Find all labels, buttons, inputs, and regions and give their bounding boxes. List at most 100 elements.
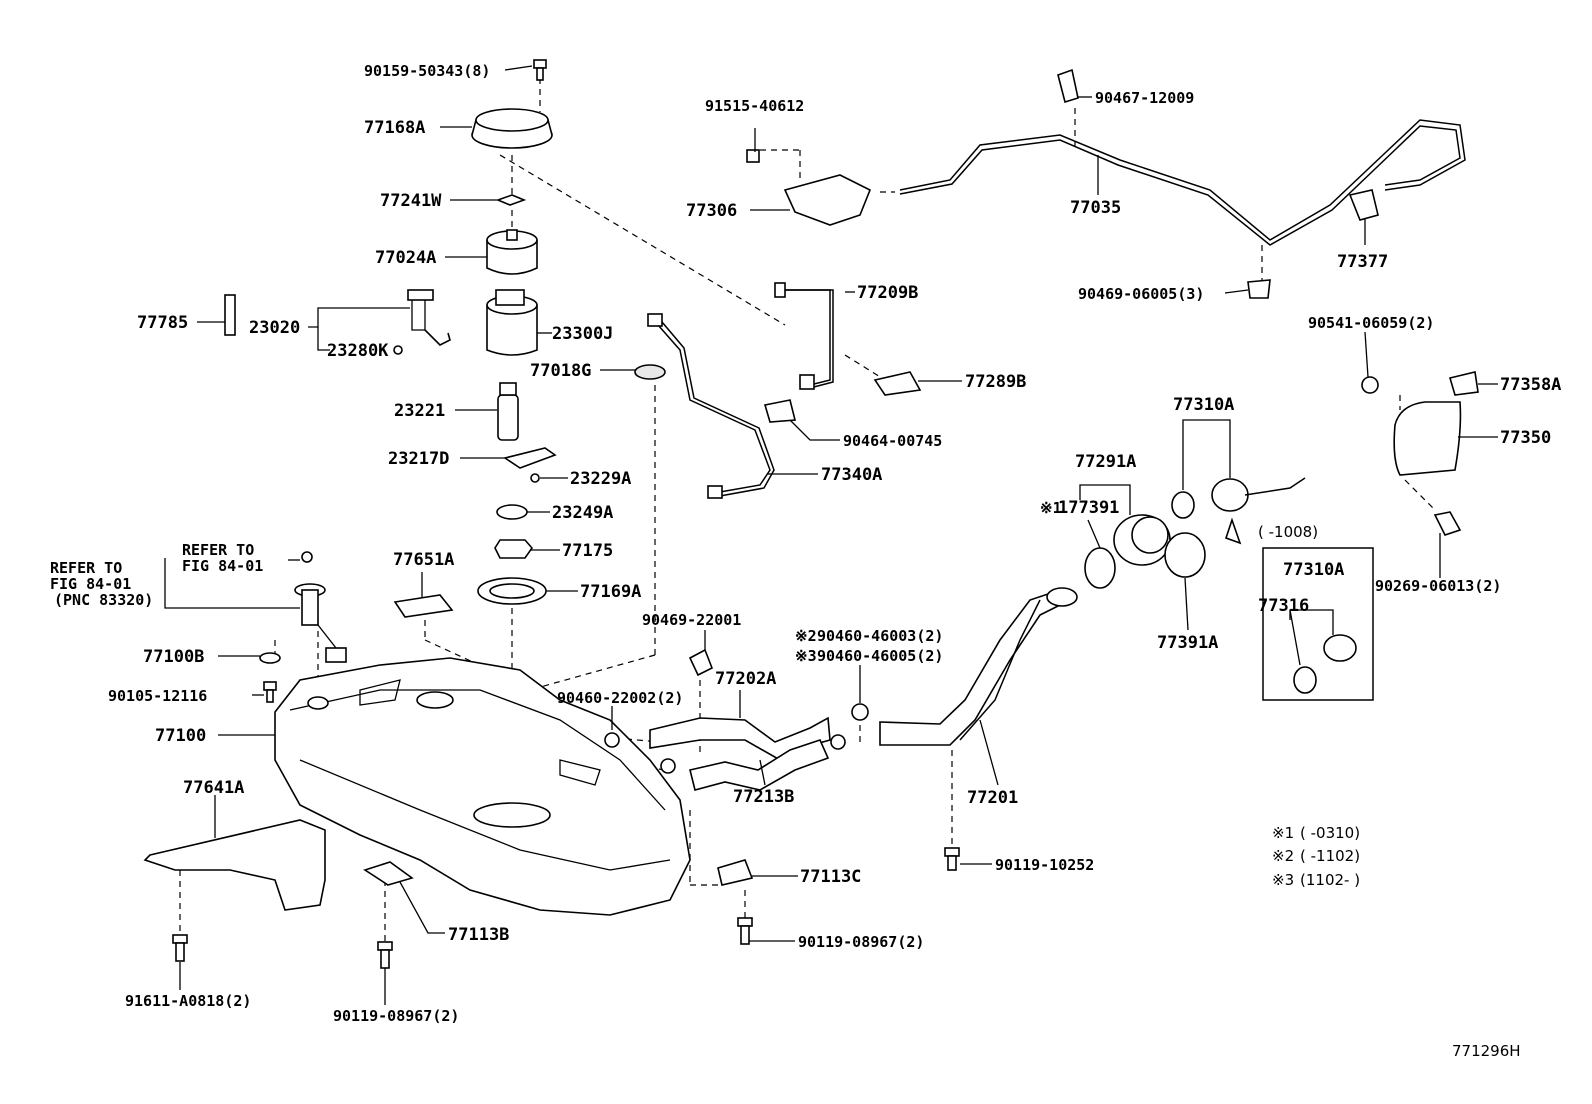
refer-left-line2: FIG 84-01: [50, 575, 131, 593]
gasket-77169A: [477, 577, 547, 605]
hose-77202A: [649, 716, 831, 761]
label-23229A: 23229A: [570, 469, 631, 489]
label-177391: 177391: [1058, 498, 1119, 518]
tube-77340A-b: [661, 321, 775, 497]
refer-left-line1: REFER TO: [50, 559, 122, 577]
label-date-1008: ( -1008): [1258, 523, 1318, 541]
cable-77035: [899, 119, 1466, 241]
legend-mark-3: ※3: [1272, 871, 1294, 889]
label-23020: 23020: [249, 318, 300, 338]
label-77202A: 77202A: [715, 669, 776, 689]
label-77113C: 77113C: [800, 867, 861, 887]
clamp-90464: [763, 399, 797, 423]
label-mark3: ※3: [795, 647, 817, 665]
label-77213B: 77213B: [733, 787, 794, 807]
refer-left-line3: (PNC 83320): [54, 591, 153, 609]
retainer-77175: [494, 539, 534, 559]
label-77391A: 77391A: [1157, 633, 1218, 653]
bolt-90119-right: [737, 917, 753, 945]
label-90460-46003: 90460-46003(2): [817, 627, 943, 645]
label-77310A-inset: 77310A: [1283, 560, 1344, 580]
gasket-77391A: [1164, 532, 1206, 578]
bolt-90119-left: [377, 941, 393, 969]
label-77340A: 77340A: [821, 465, 882, 485]
bolt-91611: [172, 934, 188, 962]
arrow-indicator: [1224, 517, 1242, 545]
label-23249A: 23249A: [552, 503, 613, 523]
label-77289B: 77289B: [965, 372, 1026, 392]
protector-77641A: [143, 819, 326, 911]
label-77024A: 77024A: [375, 248, 436, 268]
clip-90469-22001: [688, 648, 714, 677]
gasket-77241W: [495, 194, 527, 206]
label-91515: 91515-40612: [705, 97, 804, 115]
pad-77651A: [393, 594, 454, 618]
label-mark2: ※2: [795, 627, 817, 645]
fuel-tank-77100: [274, 657, 691, 916]
legend: ※1 ( -0310) ※2 ( -1102) ※3 (1102- ): [1272, 824, 1360, 889]
clamp-77289B: [873, 371, 922, 396]
grommet-77018G: [634, 364, 666, 380]
clamp-90460-b: [660, 758, 676, 774]
filler-neck-77291A: [1113, 514, 1171, 566]
label-23280K: 23280K: [327, 341, 389, 361]
hinge-77358A: [1448, 371, 1479, 396]
label-90105: 90105-12116: [108, 687, 207, 705]
connector-77340A-end: [707, 485, 723, 499]
label-77113B: 77113B: [448, 925, 509, 945]
leader-lines: [164, 65, 1498, 1005]
label-77201: 77201: [967, 788, 1018, 808]
bolt-90159: [533, 59, 547, 81]
label-23217D: 23217D: [388, 449, 449, 469]
label-90460-46005: 90460-46005(2): [817, 647, 943, 665]
label-90269: 90269-06013(2): [1375, 577, 1501, 595]
tube-77209B: [780, 289, 831, 386]
fuel-pump-23221: [497, 382, 519, 441]
label-77316: 77316: [1258, 596, 1309, 616]
lock-77377: [1348, 189, 1379, 221]
refer-right-line2: FIG 84-01: [182, 557, 263, 575]
label-90119-right: 90119-08967(2): [798, 933, 924, 951]
label-77018G: 77018G: [530, 361, 591, 381]
connector-77209B: [774, 282, 786, 298]
clamp-90460-a: [604, 732, 620, 748]
label-77358A: 77358A: [1500, 375, 1561, 395]
label-77291A: 77291A: [1075, 452, 1136, 472]
bolt-90119-10252: [944, 847, 960, 871]
label-77241W: 77241W: [380, 191, 442, 211]
label-77035: 77035: [1070, 198, 1121, 218]
clamp-90460-c: [830, 734, 846, 750]
label-90159: 90159-50343(8): [364, 62, 490, 80]
clip-23229A: [530, 473, 540, 483]
connector-77209B-end: [799, 374, 815, 390]
legend-mark-1: ※1: [1272, 824, 1294, 842]
bracket-77113C: [717, 859, 754, 886]
label-77785: 77785: [137, 313, 188, 333]
fuel-cap-77310A: [1211, 477, 1306, 512]
clamp-90469-06005: [1247, 279, 1271, 299]
label-91611: 91611-A0818(2): [125, 992, 251, 1010]
label-77310A: 77310A: [1173, 395, 1234, 415]
label-77651A: 77651A: [393, 550, 454, 570]
tube-77340A: [657, 324, 771, 493]
label-90119-left: 90119-08967(2): [333, 1007, 459, 1025]
label-77100: 77100: [155, 726, 206, 746]
screw-90269: [1433, 511, 1462, 536]
filler-pipe-77201: [879, 587, 1078, 746]
sender-assembly-23020: [224, 289, 451, 355]
label-90467: 90467-12009: [1095, 89, 1194, 107]
cover-plate-77168A: [471, 108, 553, 149]
label-77100B: 77100B: [143, 647, 204, 667]
fuel-lid-77350: [1393, 401, 1462, 476]
refer-right-line1: REFER TO: [182, 541, 254, 559]
label-77641A: 77641A: [183, 778, 244, 798]
refer-notes: REFER TO FIG 84-01 (PNC 83320) REFER TO …: [50, 541, 263, 609]
label-77169A: 77169A: [580, 582, 641, 602]
inset-box: [1262, 547, 1374, 701]
pump-cap-77024A: [486, 229, 538, 275]
label-mark1: ※1: [1040, 499, 1062, 517]
connector-77340A: [647, 313, 663, 327]
cushion-90541: [1361, 376, 1379, 394]
hose-77213B: [689, 739, 830, 791]
